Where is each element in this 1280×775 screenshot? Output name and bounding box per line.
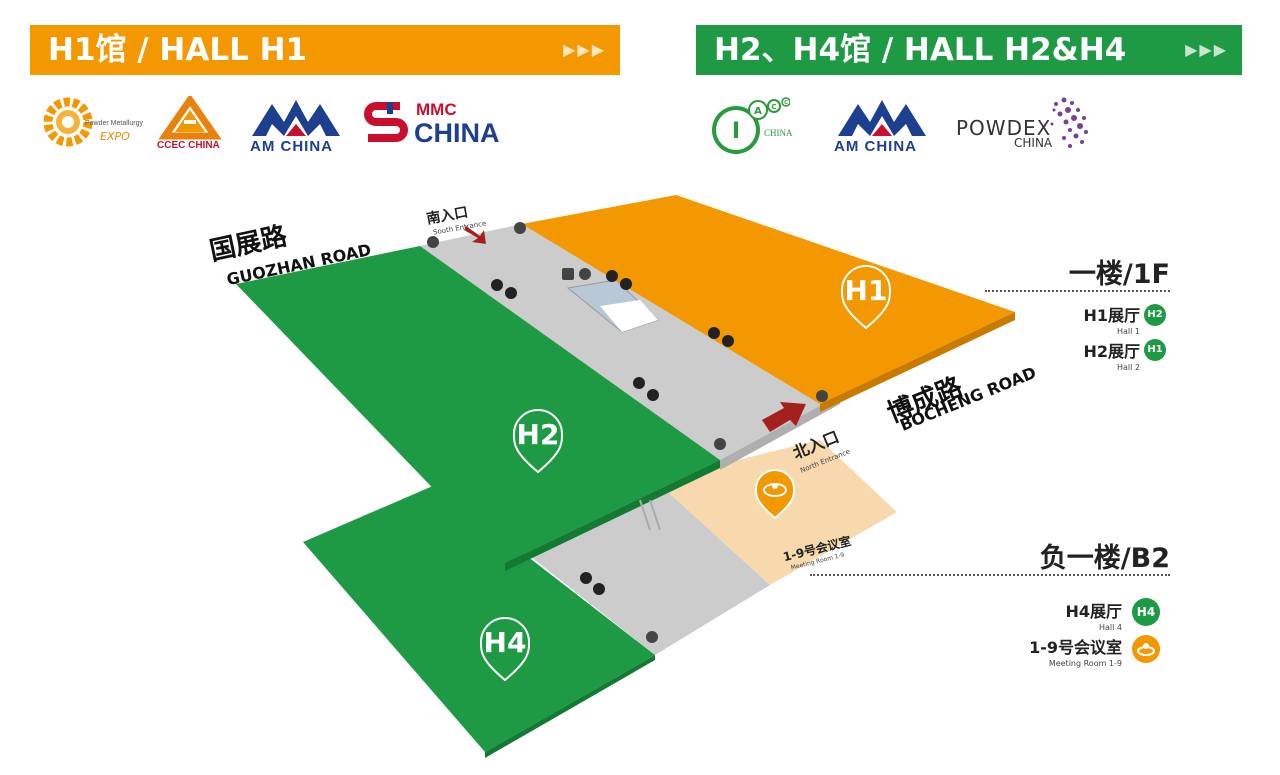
- legend-item-meeting-en: Meeting Room 1-9: [1048, 659, 1122, 668]
- south-entrance-arrow-icon: [464, 226, 486, 244]
- logo-am-china-text: AM CHINA: [834, 138, 917, 155]
- legend-item-hall1: H1展厅 Hall 1: [1083, 302, 1140, 336]
- logo-powdex-bottom: CHINA: [1014, 136, 1053, 150]
- logo-mmc-bottom: CHINA: [414, 118, 500, 148]
- legend-divider: [810, 574, 1170, 576]
- hall-h1-label: H1: [845, 274, 888, 307]
- banner-arrows-icon: ▶▶▶: [563, 40, 606, 59]
- banner-hall-h1: H1馆 / HALL H1 ▶▶▶: [30, 25, 620, 75]
- legend-item-hall2-zh: H2展厅: [1083, 342, 1140, 361]
- legend-item-hall2: H2展厅 Hall 2: [1083, 338, 1140, 372]
- legend-badge-icon: H1: [1144, 339, 1166, 361]
- banner-hall-h2-h4-title: H2、H4馆 / HALL H2&H4: [714, 32, 1127, 68]
- mmc-s-icon: [364, 102, 408, 142]
- ccec-triangle-icon: [158, 93, 222, 140]
- legend-item-hall4-en: Hall 4: [1099, 623, 1122, 632]
- logo-am-china-1: AM CHINA: [246, 96, 346, 156]
- map-pin-icon: H4: [479, 617, 531, 682]
- iacc-letter-c1: C: [771, 103, 776, 111]
- legend-item-hall4: H4展厅 Hall 4: [1065, 598, 1122, 632]
- logo-pm-line2: EXPO: [100, 130, 130, 143]
- escalator-icon: [639, 499, 661, 531]
- 1f-corridor: [420, 224, 840, 460]
- meeting-room-icon: [754, 469, 796, 520]
- logo-powdex-china: POWDEX CHINA: [956, 94, 1096, 156]
- hall-h2-label: H2: [517, 418, 560, 451]
- logo-ccec-text: CCEC CHINA: [157, 140, 220, 151]
- powdex-dots-icon: [1050, 97, 1088, 148]
- logo-iacc-text: CHINA: [764, 128, 793, 138]
- elevator-icon: [562, 268, 574, 280]
- legend-floor-b2-title: 负一楼/B2: [1039, 543, 1170, 574]
- banner-hall-h1-title: H1馆 / HALL H1: [48, 32, 308, 68]
- meeting-room-icon: [1132, 635, 1160, 663]
- map-pin-icon: H1: [840, 265, 892, 330]
- iacc-letter-c2: C: [784, 100, 788, 106]
- hall-h2-area[interactable]: [236, 246, 720, 563]
- banner-hall-h2-h4: H2、H4馆 / HALL H2&H4 ▶▶▶: [696, 25, 1242, 75]
- logo-mmc-top: MMC: [416, 100, 457, 119]
- legend-item-hall2-en: Hall 2: [1117, 363, 1140, 372]
- logo-ccec-china: CCEC CHINA: [155, 93, 225, 156]
- floor-map: H1 H2 H4 1-9号会议室 Meeting Room 1-9 南入口 So…: [207, 195, 1039, 758]
- legend-divider: [985, 290, 1170, 292]
- hall-h1-area[interactable]: [522, 195, 1015, 404]
- iacc-letter-a: A: [754, 106, 762, 117]
- legend-item-meeting-room: 1-9号会议室 Meeting Room 1-9: [1029, 634, 1122, 668]
- logo-pm-line1: Powder Metallurgy: [85, 120, 143, 127]
- logo-mmc-china: MMC CHINA: [360, 96, 510, 152]
- logo-powder-metallurgy-expo: Powder Metallurgy EXPO: [42, 96, 152, 152]
- iacc-circles-icon: I A C C: [712, 97, 791, 154]
- legend-item-hall1-en: Hall 1: [1117, 327, 1140, 336]
- legend-item-hall4-zh: H4展厅: [1065, 602, 1122, 621]
- legend-floor-1f-title: 一楼/1F: [1068, 259, 1170, 290]
- iacc-letter-i: I: [732, 119, 740, 144]
- legend-badge-icon: H2: [1144, 304, 1166, 326]
- trash-icon: [427, 222, 828, 643]
- logo-iacc-china: I A C C CHINA: [710, 94, 810, 160]
- escalator-icon: [579, 268, 591, 280]
- toilet-icon: [491, 270, 734, 595]
- north-entrance-arrow-icon: [762, 402, 806, 432]
- hall-h4-label: H4: [484, 626, 527, 659]
- am-china-mountain-icon: [252, 100, 340, 136]
- map-pin-icon: H2: [512, 409, 564, 474]
- logo-am-china-text: AM CHINA: [250, 138, 333, 155]
- logo-am-china-2: AM CHINA: [832, 96, 932, 156]
- legend-item-meeting-zh: 1-9号会议室: [1029, 638, 1122, 657]
- legend-badge-icon: H4: [1132, 598, 1160, 626]
- am-china-mountain-icon: [838, 100, 926, 136]
- logo-powdex-top: POWDEX: [956, 116, 1052, 140]
- banner-arrows-icon: ▶▶▶: [1185, 40, 1228, 59]
- gear-logo-icon: [43, 97, 93, 147]
- hall-h4-area[interactable]: [303, 485, 655, 752]
- legend-item-hall1-zh: H1展厅: [1083, 306, 1140, 325]
